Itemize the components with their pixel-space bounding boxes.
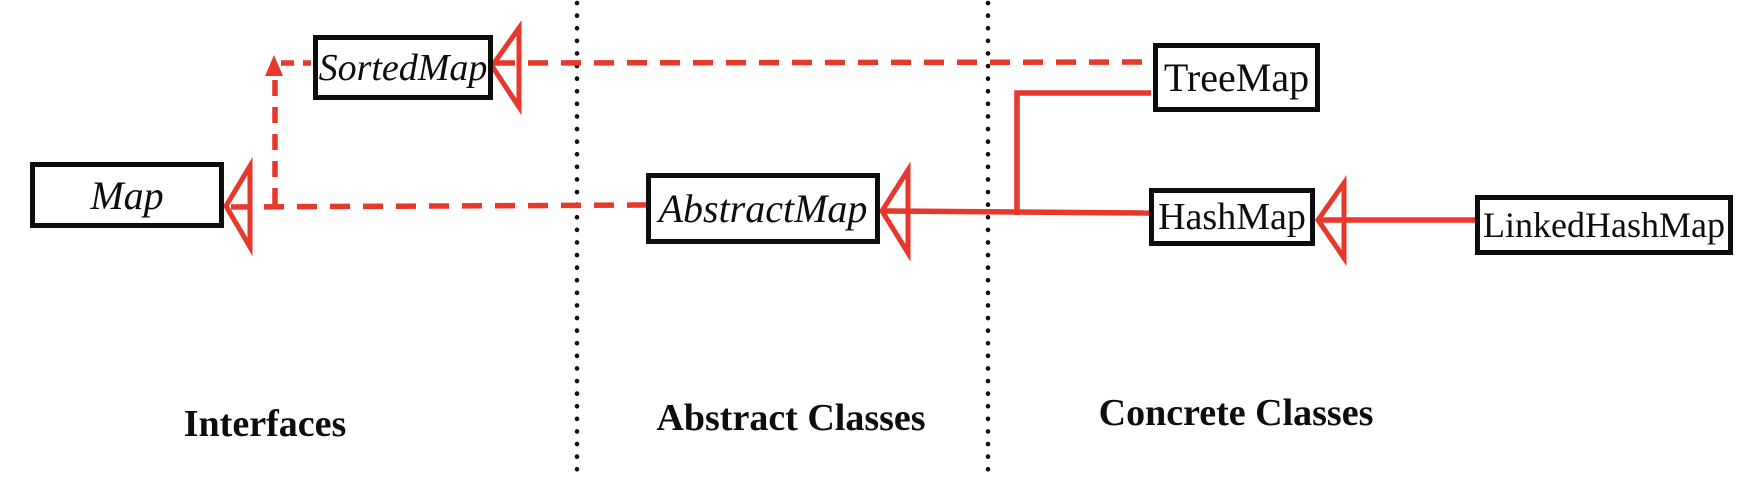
class-box-abstractmap: AbstractMap <box>646 173 880 244</box>
class-box-linkedhashmap: LinkedHashMap <box>1475 195 1733 255</box>
class-box-treemap: TreeMap <box>1153 43 1320 112</box>
class-box-map: Map <box>30 162 224 228</box>
section-label-interfaces: Interfaces <box>183 403 347 445</box>
up-arrowhead <box>265 55 283 76</box>
class-box-map-label: Map <box>90 172 164 218</box>
triangle-arrowhead-into-sortedmap <box>488 20 522 116</box>
triangle-arrowhead-into-map <box>223 156 253 257</box>
edge-treemap-to-sortedmap-dashed <box>494 59 1152 66</box>
section-label-concrete-classes: Concrete Classes <box>1098 392 1374 434</box>
class-box-abstractmap-label: AbstractMap <box>658 186 868 231</box>
class-box-linkedhashmap-label: LinkedHashMap <box>1483 205 1725 245</box>
triangle-arrowhead-into-abstractmap <box>879 161 911 262</box>
class-box-sortedmap-label: SortedMap <box>318 46 488 89</box>
section-label-abstract-classes: Abstract Classes <box>656 397 926 439</box>
class-box-hashmap-label: HashMap <box>1158 196 1306 238</box>
triangle-arrowhead-into-hashmap <box>1314 175 1347 267</box>
class-box-hashmap: HashMap <box>1149 188 1315 246</box>
edge-abstractmap-to-map-dashed <box>230 202 649 210</box>
class-box-sortedmap: SortedMap <box>313 35 493 100</box>
class-box-treemap-label: TreeMap <box>1163 55 1310 100</box>
edge-treemap-to-abstractmap-solid <box>1014 90 1151 215</box>
